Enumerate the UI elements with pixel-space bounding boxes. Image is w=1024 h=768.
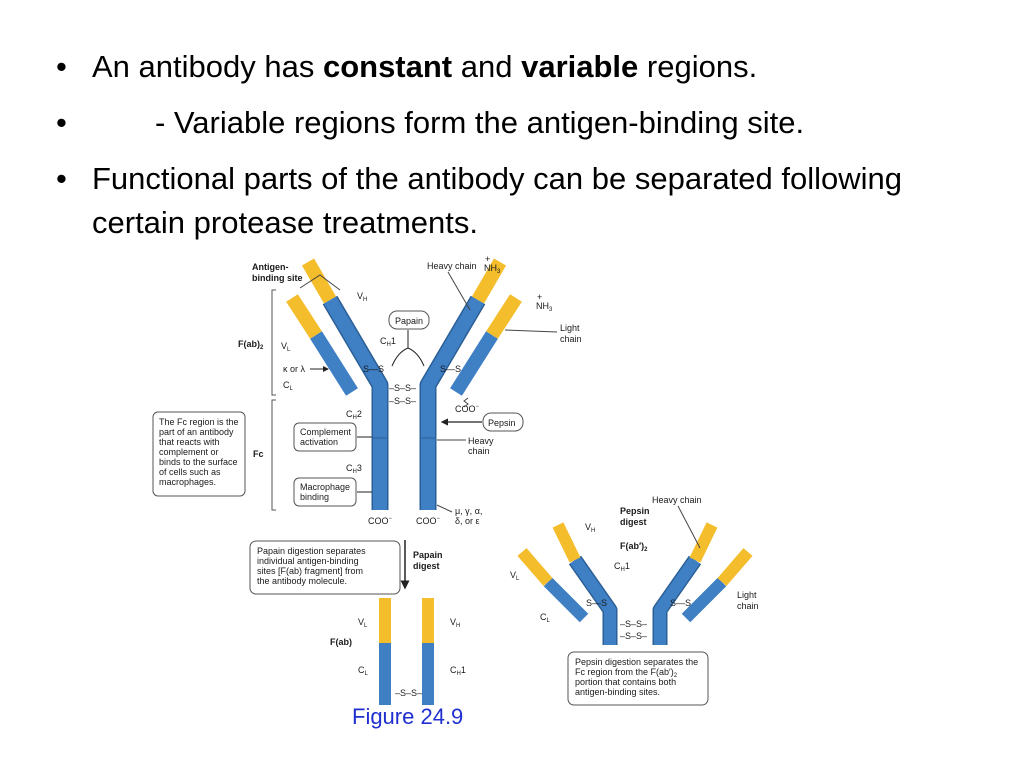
nh3-right: NH3 bbox=[536, 301, 553, 313]
heavy-chain-2-label-2: chain bbox=[468, 446, 490, 456]
ss-bond-hinge-1: –S–S– bbox=[389, 383, 416, 393]
fab-vl-label: VL bbox=[358, 617, 368, 629]
fab-vh-label: VH bbox=[450, 617, 460, 629]
complement-label-2: activation bbox=[300, 437, 338, 447]
bullet-dot: • bbox=[56, 49, 67, 84]
nh3-top-plus: + bbox=[485, 254, 490, 264]
ss-bond-left: S—S bbox=[363, 364, 384, 374]
pepsin-light-chain-label-2: chain bbox=[737, 601, 759, 611]
macrophage-label-2: binding bbox=[300, 492, 329, 502]
light-chain-left bbox=[310, 331, 358, 396]
ch2-label: CH2 bbox=[346, 409, 362, 421]
fc-note-line-1: The Fc region is the bbox=[159, 417, 239, 427]
fc-note-line-3: that reacts with bbox=[159, 437, 220, 447]
fc-note-line-2: part of an antibody bbox=[159, 427, 234, 437]
fc-label: Fc bbox=[253, 449, 264, 459]
antigen-binding-site-label-1: Antigen- bbox=[252, 262, 289, 272]
pepsin-note-box bbox=[567, 651, 709, 706]
coo-right-label: COO− bbox=[455, 404, 480, 414]
isotypes-label-2: δ, or ε bbox=[455, 516, 480, 526]
pepsin-ss-hinge-2: –S–S– bbox=[620, 631, 647, 641]
light-chain-label-2: chain bbox=[560, 334, 582, 344]
fc-note-box bbox=[152, 411, 246, 497]
bullet-3-text: Functional parts of the antibody can be … bbox=[92, 161, 902, 240]
fab2-label: F(ab)2 bbox=[238, 339, 264, 351]
pepsin-label: Pepsin bbox=[488, 418, 516, 428]
papain-note-line-2: individual antigen-binding bbox=[257, 556, 359, 566]
papain-note-box bbox=[249, 540, 401, 595]
fc-note-line-7: macrophages. bbox=[159, 477, 216, 487]
pepsin-digest-label-2: digest bbox=[620, 517, 647, 527]
heavy-chain-2-label-1: Heavy bbox=[468, 436, 494, 446]
figure-caption: Figure 24.9 bbox=[352, 704, 464, 729]
fc-note-line-6: of cells such as bbox=[159, 467, 221, 477]
heavy-chain-label: Heavy chain bbox=[427, 261, 477, 271]
bullet-1-text: An antibody has constant and variable re… bbox=[92, 49, 758, 84]
ch1-label: CH1 bbox=[380, 336, 396, 348]
vh-right-tip bbox=[471, 258, 507, 304]
pepsin-digest-label-1: Pepsin bbox=[620, 506, 650, 516]
light-chain-label-1: Light bbox=[560, 323, 580, 333]
pepsin-cl-label: CL bbox=[540, 612, 551, 624]
bullet-dot: • bbox=[56, 105, 67, 140]
pepsin-note-line-2: Fc region from the F(ab′)2 bbox=[575, 667, 678, 679]
papain-note-line-4: the antibody molecule. bbox=[257, 576, 347, 586]
papain-label: Papain bbox=[395, 316, 423, 326]
pepsin-vl-label: VL bbox=[510, 570, 520, 582]
ss-bond-hinge-2: –S–S– bbox=[389, 396, 416, 406]
vh-left-tip bbox=[301, 258, 337, 304]
coo-left-bottom: COO− bbox=[368, 516, 393, 526]
complement-box bbox=[293, 422, 357, 452]
papain-digest-label-2: digest bbox=[413, 561, 440, 571]
light-chain-right bbox=[450, 331, 498, 396]
fab-ch1-label: CH1 bbox=[450, 665, 466, 677]
pepsin-note-line-3: portion that contains both bbox=[575, 677, 676, 687]
fab-prime-2-label: F(ab′)2 bbox=[620, 541, 648, 553]
isotypes-label-1: μ, γ, α, bbox=[455, 506, 482, 516]
coo-right-bottom: COO− bbox=[416, 516, 441, 526]
kappa-lambda-label: κ or λ bbox=[283, 364, 306, 374]
fab-label: F(ab) bbox=[330, 637, 352, 647]
fab-fragment bbox=[379, 598, 434, 705]
ss-bond-right: S—S bbox=[440, 364, 461, 374]
macrophage-label-1: Macrophage bbox=[300, 482, 350, 492]
bullet-2-text: - Variable regions form the antigen-bind… bbox=[155, 105, 805, 140]
pepsin-ch1-label: CH1 bbox=[614, 561, 630, 573]
fc-note-line-4: complement or bbox=[159, 447, 219, 457]
pepsin-note-line-4: antigen-binding sites. bbox=[575, 687, 660, 697]
ch3-label: CH3 bbox=[346, 463, 362, 475]
fab-cl-label: CL bbox=[358, 665, 369, 677]
fc-note-line-5: binds to the surface bbox=[159, 457, 238, 467]
fab-ss-bond: –S–S– bbox=[395, 688, 422, 698]
macrophage-box bbox=[293, 477, 357, 507]
papain-note-line-1: Papain digestion separates bbox=[257, 546, 366, 556]
complement-label-1: Complement bbox=[300, 427, 352, 437]
vl-label: VL bbox=[281, 341, 291, 353]
pepsin-ss-right: S—S bbox=[670, 598, 691, 608]
pepsin-vh-label: VH bbox=[585, 522, 595, 534]
papain-note-line-3: sites [F(ab) fragment] from bbox=[257, 566, 363, 576]
heavy-chain-3-label: Heavy chain bbox=[652, 495, 702, 505]
nh3-right-plus: + bbox=[537, 292, 542, 302]
pepsin-light-chain-label-1: Light bbox=[737, 590, 757, 600]
papain-digest-label-1: Papain bbox=[413, 550, 443, 560]
pepsin-ss-hinge-1: –S–S– bbox=[620, 619, 647, 629]
pepsin-note-line-1: Pepsin digestion separates the bbox=[575, 657, 698, 667]
main-antibody: S—S S—S –S–S– –S–S– bbox=[286, 258, 522, 510]
antigen-binding-site-label-2: binding site bbox=[252, 273, 303, 283]
bullet-dot: • bbox=[56, 161, 67, 196]
nh3-top: NH3 bbox=[484, 263, 501, 275]
fab-prime-2-fragment bbox=[517, 522, 753, 645]
vh-label: VH bbox=[357, 291, 367, 303]
cl-label: CL bbox=[283, 380, 294, 392]
pepsin-ss-left: S—S bbox=[586, 598, 607, 608]
